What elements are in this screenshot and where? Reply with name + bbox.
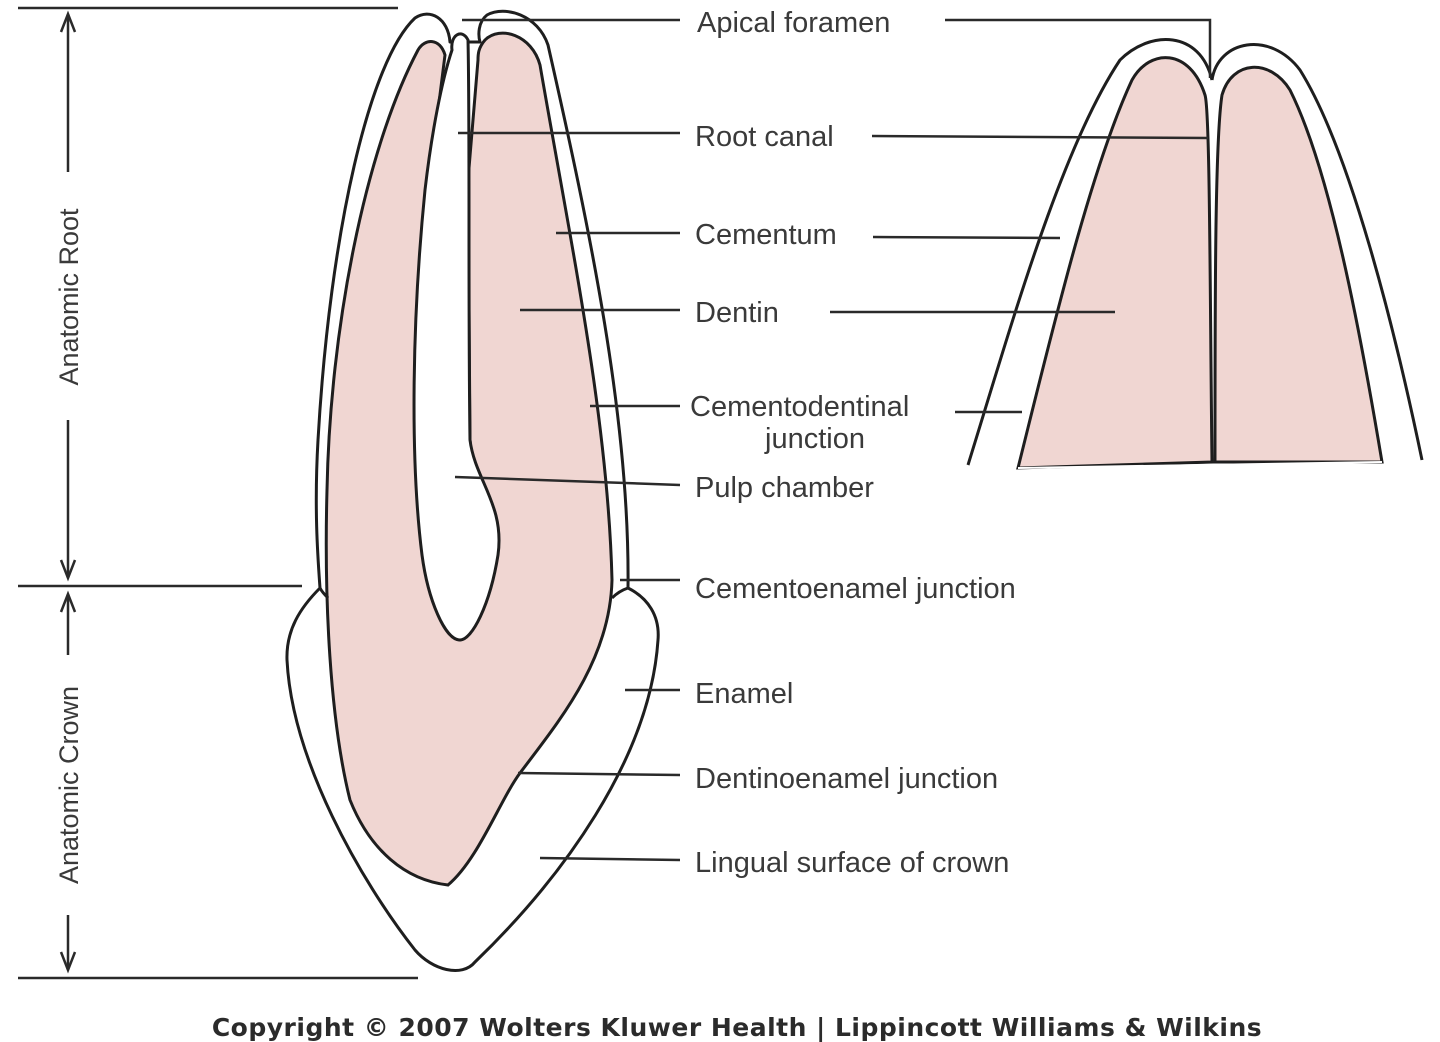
crown-arrowhead-up: [59, 590, 77, 613]
label-dentinoenamel-junction: Dentinoenamel junction: [695, 763, 998, 795]
leader-dentinoenamel: [517, 771, 681, 777]
cej-left-notch: [318, 587, 330, 600]
labels: Apical foramen Root canal Cementum Denti…: [690, 7, 1016, 879]
leader-pulp-chamber: [454, 475, 681, 487]
cej-right-notch: [610, 586, 629, 600]
label-cementodentinal-line1: Cementodentinal: [690, 391, 909, 423]
apex-left-cementum: [966, 38, 1214, 466]
copyright-notice: Copyright © 2007 Wolters Kluwer Health |…: [212, 1013, 1262, 1042]
label-enamel: Enamel: [695, 678, 793, 710]
tooth-cross-section: [285, 9, 660, 972]
root-arrowhead-down: [59, 559, 77, 582]
label-dentin: Dentin: [695, 297, 779, 329]
leader-root-canal-inset: [871, 134, 1209, 140]
label-root-canal: Root canal: [695, 121, 834, 153]
leader-apical-foramen-inset: [945, 18, 1212, 78]
apex-left-dentin: [1016, 56, 1214, 470]
label-apical-foramen: Apical foramen: [697, 7, 890, 39]
apex-right-cementum: [1210, 43, 1424, 461]
apex-bottom-edge: [1017, 461, 1383, 469]
leader-lines: [454, 18, 1212, 862]
leader-lingual: [539, 856, 681, 862]
root-arrowhead-up: [59, 10, 77, 33]
apex-inset: [966, 38, 1424, 470]
label-cementum: Cementum: [695, 219, 837, 251]
crown-arrowhead-down: [59, 951, 77, 974]
label-cementodentinal-line2: junction: [764, 423, 865, 455]
leader-cementum-inset: [872, 235, 1061, 240]
pulp-chamber: [412, 32, 501, 642]
label-cementoenamel-junction: Cementoenamel junction: [695, 573, 1016, 605]
anatomic-root-label: Anatomic Root: [54, 208, 84, 386]
anatomic-crown-label: Anatomic Crown: [54, 686, 84, 884]
apex-right-dentin: [1213, 65, 1384, 464]
label-pulp-chamber: Pulp chamber: [695, 472, 874, 504]
tooth-outer-outline: [285, 9, 660, 972]
label-lingual-surface: Lingual surface of crown: [695, 847, 1009, 879]
dimension-brackets: Anatomic Root Anatomic Crown: [18, 6, 418, 980]
